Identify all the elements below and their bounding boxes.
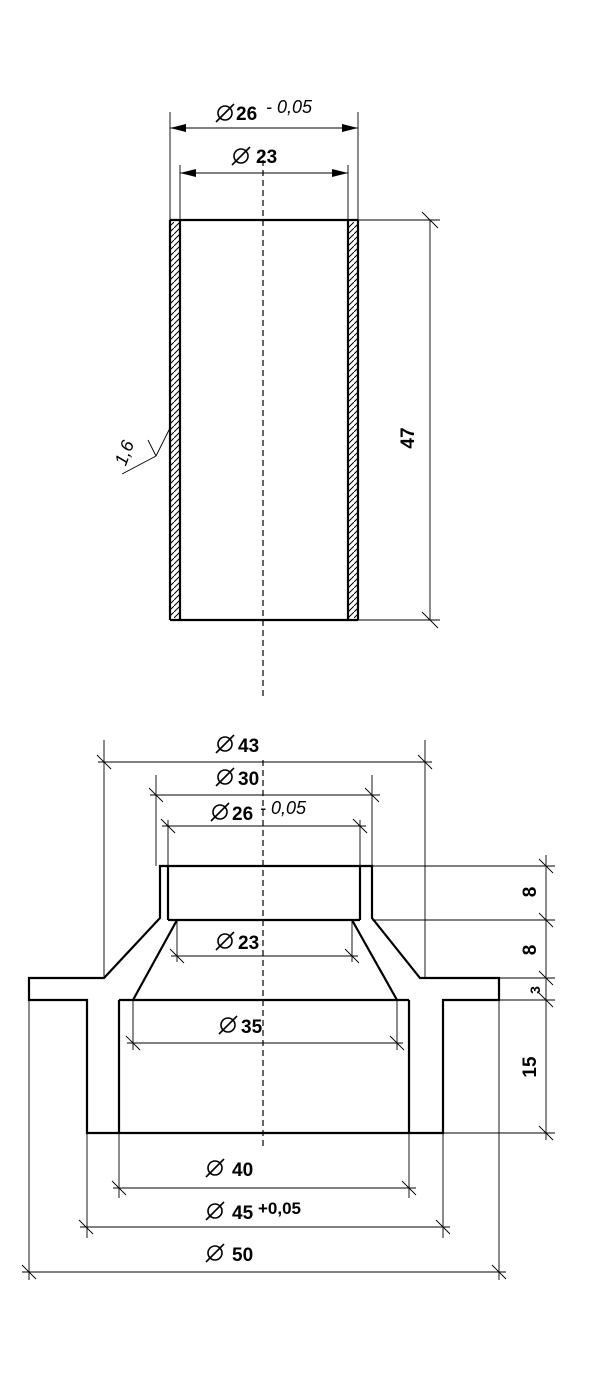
- sleeve-outer-diameter-value: 26: [236, 104, 257, 125]
- housing-height-dims: 8 8 3 15: [372, 855, 555, 1141]
- housing-d43-value: 43: [238, 736, 259, 757]
- housing-d40-dim: 40: [111, 1133, 417, 1198]
- housing-d30-dim: 30: [148, 767, 380, 866]
- sleeve-left-wall-hatch: [170, 222, 180, 618]
- housing-d50-value: 50: [232, 1245, 253, 1266]
- sleeve-outline: [168, 218, 360, 622]
- sleeve-inner-diameter-dim: 23: [180, 146, 348, 177]
- housing-inner-profile: [117, 866, 411, 1133]
- roughness-symbol: 1,6: [111, 427, 171, 475]
- housing-h-flange-value: 3: [527, 986, 543, 994]
- housing-d45-tolerance: +0,05: [258, 1199, 301, 1218]
- housing-d50-dim: 50: [21, 1000, 507, 1280]
- housing-d35-dim: 35: [125, 1000, 405, 1051]
- sleeve-inner-diameter-value: 23: [256, 147, 277, 168]
- housing-d45-value: 45: [232, 1203, 254, 1224]
- housing-d35-value: 35: [241, 1017, 263, 1038]
- housing-d45-dim: 45 +0,05: [78, 1133, 451, 1238]
- housing-d26-tolerance: - 0,05: [260, 798, 307, 818]
- housing-d30-value: 30: [238, 769, 259, 790]
- sleeve-view: 26 - 0,05 23 47 1,6: [111, 97, 440, 700]
- housing-d23-value: 23: [238, 933, 259, 954]
- housing-d26-value: 26: [232, 804, 253, 825]
- housing-d43-dim: 43: [96, 734, 433, 978]
- sleeve-outer-diameter-tolerance: - 0,05: [266, 97, 313, 117]
- housing-d26-dim: 26 - 0,05: [160, 798, 368, 866]
- sleeve-length-dim: 47: [358, 211, 440, 629]
- housing-view: 43 30 26 - 0,05: [21, 734, 555, 1280]
- sleeve-length-value: 47: [398, 427, 419, 448]
- sleeve-right-wall-hatch: [348, 222, 358, 618]
- sleeve-outer-diameter-dim: 26 - 0,05: [170, 97, 358, 132]
- housing-h-cone-value: 8: [520, 945, 541, 956]
- housing-h-bottom-value: 15: [520, 1056, 541, 1078]
- housing-d23-dim: 23: [169, 920, 360, 964]
- housing-h-top-value: 8: [520, 887, 541, 898]
- housing-d40-value: 40: [232, 1160, 253, 1181]
- roughness-value: 1,6: [111, 437, 139, 468]
